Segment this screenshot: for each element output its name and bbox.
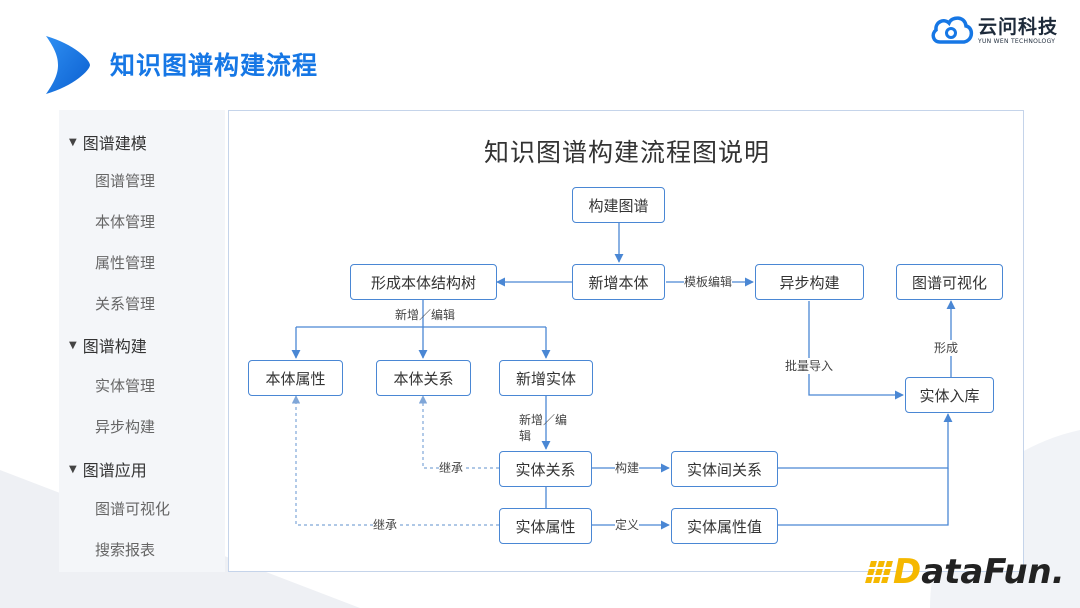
node-async-build: 异步构建 (755, 264, 864, 300)
node-entity-attribute: 实体属性 (499, 508, 592, 544)
caret-down-icon: ▼ (69, 463, 77, 475)
label-add-edit-entity: 新增／编辑 (519, 413, 568, 443)
label-template-edit: 模板编辑 (684, 274, 733, 290)
node-build-graph: 构建图谱 (572, 187, 665, 223)
edge-inherit-rel (418, 395, 499, 469)
node-entity-relation: 实体关系 (499, 451, 592, 487)
edge-inherit-attr (291, 395, 499, 526)
company-logo: 云问科技 YUN WEN TECHNOLOGY (930, 14, 1058, 46)
sidebar-item-entity-manage[interactable]: 实体管理 (95, 377, 156, 395)
sidebar-item-ontology-manage[interactable]: 本体管理 (95, 213, 156, 231)
node-ontology-tree: 形成本体结构树 (350, 264, 497, 300)
label-define: 定义 (615, 517, 640, 533)
sidebar-group-building[interactable]: ▼ 图谱构建 (69, 337, 147, 356)
edge-inter-to-store (778, 413, 953, 469)
caret-down-icon: ▼ (69, 339, 77, 351)
diagram-panel: 知识图谱构建流程图说明 (228, 110, 1024, 572)
sidebar-item-graph-manage[interactable]: 图谱管理 (95, 172, 156, 190)
label-inherit-relation: 继承 (439, 460, 464, 476)
edge-val-to-store (778, 468, 949, 526)
node-ontology-relation: 本体关系 (376, 360, 471, 396)
node-new-entity: 新增实体 (499, 360, 593, 396)
label-batch-import: 批量导入 (785, 358, 834, 374)
sidebar: ▼ 图谱建模 图谱管理 本体管理 属性管理 关系管理 ▼ 图谱构建 实体管理 异… (59, 110, 225, 572)
sidebar-item-async-build[interactable]: 异步构建 (95, 418, 156, 436)
page-title: 知识图谱构建流程 (110, 51, 319, 80)
node-ontology-attribute: 本体属性 (248, 360, 343, 396)
cloud-logo-icon (931, 16, 974, 44)
sidebar-item-attribute-manage[interactable]: 属性管理 (95, 254, 156, 272)
node-entity-store: 实体入库 (905, 377, 994, 413)
edge-async-to-store (808, 301, 904, 400)
sidebar-item-relation-manage[interactable]: 关系管理 (95, 295, 156, 313)
flow-connectors (291, 223, 956, 530)
node-new-ontology: 新增本体 (572, 264, 665, 300)
label-add-edit: 新增／编辑 (395, 308, 456, 322)
node-graph-visualization: 图谱可视化 (896, 264, 1003, 300)
title-arrow-icon (46, 36, 90, 94)
brand-dots-icon (865, 561, 893, 583)
diagram-title: 知识图谱构建流程图说明 (483, 138, 770, 167)
label-build: 构建 (615, 460, 640, 476)
node-entity-attribute-value: 实体属性值 (671, 508, 778, 544)
logo-name: 云问科技 (977, 15, 1058, 38)
logo-subtitle: YUN WEN TECHNOLOGY (977, 37, 1056, 45)
node-inter-entity-relation: 实体间关系 (671, 451, 778, 487)
sidebar-item-graph-visualization[interactable]: 图谱可视化 (95, 500, 171, 518)
sidebar-group-application[interactable]: ▼ 图谱应用 (69, 461, 147, 480)
sidebar-item-search-report[interactable]: 搜索报表 (95, 541, 156, 559)
label-inherit-attribute: 继承 (373, 517, 398, 533)
label-form: 形成 (934, 340, 959, 356)
caret-down-icon: ▼ (69, 136, 77, 148)
sidebar-group-modeling[interactable]: ▼ 图谱建模 (69, 134, 147, 153)
